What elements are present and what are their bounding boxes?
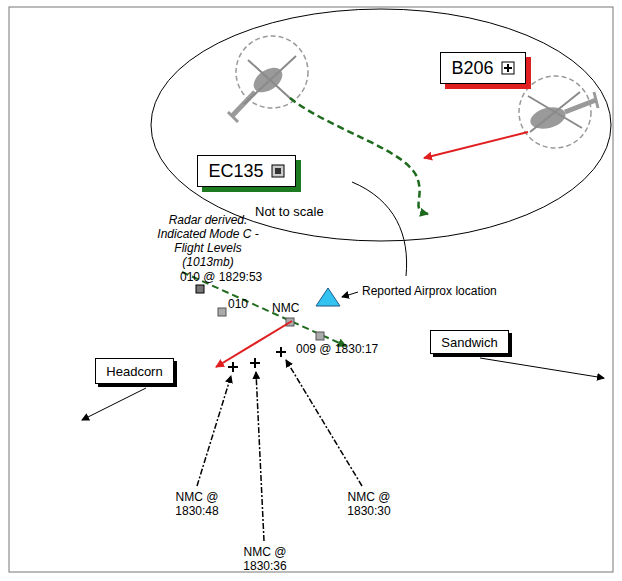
frame	[9, 7, 613, 572]
radar-note: Radar derived. Indicated Mode C - Flight…	[150, 213, 266, 269]
flight-level: 010 @ 1829:53	[180, 270, 262, 284]
place-name: Headcorn	[106, 364, 162, 379]
b206-track	[216, 321, 292, 367]
flight-level: 009 @ 1830:17	[296, 342, 378, 356]
cross-symbol	[501, 61, 515, 75]
ec135-returns	[196, 285, 324, 340]
aircraft-box: EC135	[197, 155, 296, 187]
helicopter-b206	[519, 76, 598, 148]
helicopter-ec135	[228, 36, 308, 122]
aircraft-type: EC135	[208, 161, 263, 182]
b206-path	[424, 132, 528, 158]
callout-text: Reported Airprox location	[362, 284, 497, 298]
time-label: NMC @ 1830:36	[236, 545, 294, 573]
b206-returns	[228, 347, 286, 372]
square-symbol	[271, 164, 285, 178]
mode-c-label: NMC	[272, 301, 299, 315]
time-label: NMC @ 1830:48	[168, 490, 226, 518]
time-label: NMC @ 1830:30	[340, 490, 398, 518]
ec135-path	[290, 98, 428, 214]
scale-ellipse: Not to scale B206EC135	[150, 8, 612, 242]
aircraft-box: B206	[440, 52, 526, 84]
flight-level: 010	[228, 297, 248, 311]
direction-arrow	[82, 388, 146, 420]
place-name: Sandwich	[441, 335, 497, 350]
ellipse-outline	[150, 8, 612, 242]
place-box: Sandwich	[430, 330, 509, 354]
time-leaders	[197, 360, 362, 541]
aircraft-type: B206	[451, 58, 493, 79]
scale-note: Not to scale	[255, 204, 324, 219]
direction-arrow	[480, 358, 604, 378]
airprox-triangle	[316, 288, 340, 306]
leader-arrow	[342, 292, 358, 297]
place-box: Headcorn	[95, 358, 174, 384]
leader-line	[352, 182, 407, 276]
